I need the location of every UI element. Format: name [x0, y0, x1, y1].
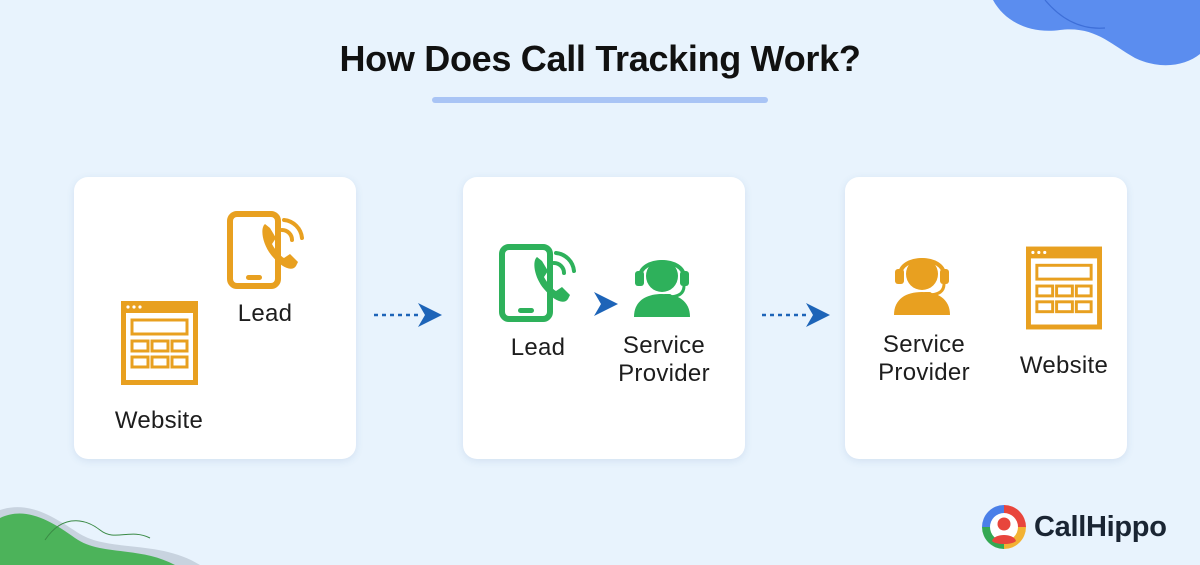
- phone-call-icon: [499, 244, 576, 322]
- step-2-provider-label-line1: Service: [622, 332, 706, 359]
- website-layout-icon: [121, 301, 198, 385]
- step-3-website-label: Website: [1019, 352, 1109, 379]
- callhippo-logo: CallHippo: [980, 501, 1190, 553]
- arrow-right-icon: [374, 303, 442, 327]
- phone-call-icon: [227, 211, 304, 289]
- arrow-right-icon: [594, 292, 618, 316]
- diagram-title: How Does Call Tracking Work?: [339, 38, 861, 79]
- decorative-blob-bottom-left: [0, 507, 200, 565]
- decorative-blob-top-right: [993, 0, 1200, 66]
- step-3-provider-label-line2: Provider: [878, 359, 970, 386]
- step-1-website-label: Website: [114, 407, 204, 434]
- brand-name: CallHippo: [1034, 511, 1167, 543]
- step-2-lead-label: Lead: [510, 334, 566, 361]
- step-2-provider-label-line2: Provider: [618, 360, 710, 387]
- headset-agent-icon: [894, 258, 950, 315]
- step-3-provider-label-line1: Service: [882, 331, 966, 358]
- headset-agent-icon: [634, 260, 690, 317]
- website-layout-icon: [1026, 246, 1102, 330]
- title-underline: [432, 97, 768, 103]
- callhippo-logo-icon: [982, 505, 1026, 549]
- step-1-lead-label: Lead: [237, 300, 293, 327]
- arrow-right-icon: [762, 303, 830, 327]
